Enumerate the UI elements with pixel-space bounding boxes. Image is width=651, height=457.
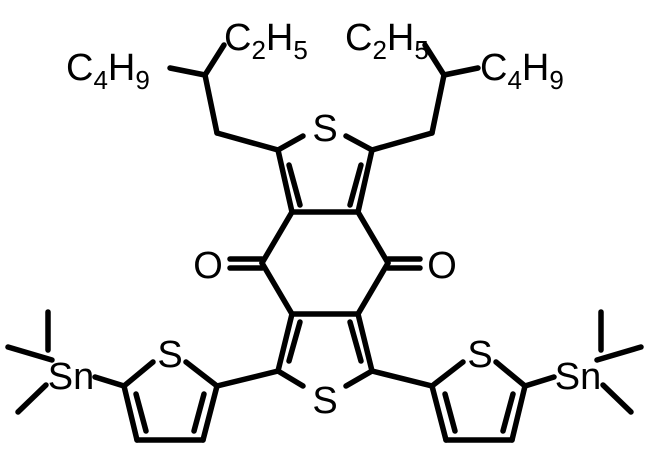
left-tin-label: Sn [48,356,94,398]
quinone-ring [227,209,423,317]
right-outer-thiophene [429,359,528,443]
bond-skeleton [5,42,644,443]
right-trimethylstannyl [522,309,644,415]
right-ethyl-label: C2H5 [345,17,429,65]
bottom-thiophene-ring [275,311,375,389]
right-ethylhexyl-chain [369,42,481,153]
left-butyl-label: C4H9 [66,47,150,95]
left-carbonyl-oxygen-label: O [193,245,223,287]
top-thiophene-ring [275,133,375,215]
right-aryl-link [369,368,435,389]
right-butyl-label: C4H9 [480,47,564,95]
left-aryl-link [214,368,281,389]
left-ethylhexyl-chain [167,42,281,153]
atom-labels: S S S S O O Sn Sn C2H5 C2H5 C4H9 C4H9 [48,17,601,422]
left-outer-thiophene-sulfur-label: S [157,334,182,376]
bottom-thiophene-sulfur-label: S [312,380,337,422]
right-outer-thiophene-sulfur-label: S [467,334,492,376]
left-trimethylstannyl [5,309,127,415]
top-thiophene-sulfur-label: S [312,108,337,150]
left-ethyl-label: C2H5 [224,17,308,65]
right-carbonyl-oxygen-label: O [427,245,457,287]
right-tin-label: Sn [555,356,601,398]
left-outer-thiophene [121,359,220,443]
